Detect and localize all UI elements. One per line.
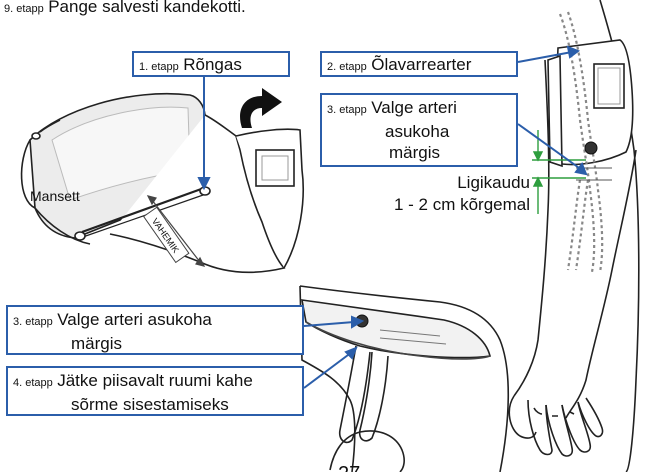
callout-fingers-line2: sõrme sisestamiseks <box>71 395 229 414</box>
callout-fingers-line1: Jätke piisavalt ruumi kahe <box>57 371 253 390</box>
callout-mark-bottom-line2: märgis <box>71 334 123 353</box>
callout-mark-top: 3. etapp Valge arteri asukoha märgis <box>320 93 518 167</box>
callout-leaders <box>197 45 588 389</box>
callout-mark-top-line3: märgis <box>389 143 441 162</box>
callout-ring-text: Rõngas <box>183 55 242 74</box>
distance-line2: 1 - 2 cm kõrgemal <box>393 195 530 214</box>
callout-fingers-step: 4. etapp <box>13 377 53 389</box>
callout-artery-text: Õlavarrearter <box>371 55 472 74</box>
callout-mark-top-line1: Valge arteri <box>371 98 457 117</box>
callout-mark-top-step: 3. etapp <box>327 104 367 116</box>
heading-text: Pange salvesti kandekotti. <box>48 0 246 16</box>
cuff-drawing <box>20 92 304 274</box>
cuff-label: Mansett <box>30 188 80 204</box>
callout-mark-bottom-step: 3. etapp <box>13 316 53 328</box>
gap-arrows <box>146 195 206 267</box>
page-heading: 9. etapp Pange salvesti kandekotti. <box>4 0 246 17</box>
distance-text: Ligikaudu 1 - 2 cm kõrgemal <box>360 172 530 216</box>
arm-drawing <box>508 0 640 472</box>
curved-arrow-icon <box>240 88 282 128</box>
callout-ring: 1. etapp Rõngas <box>132 51 290 77</box>
callout-mark-bottom: 3. etapp Valge arteri asukoha märgis <box>6 305 304 355</box>
callout-artery-step: 2. etapp <box>327 61 367 73</box>
heading-step: 9. etapp <box>4 3 44 15</box>
page-number: 27 <box>338 463 360 472</box>
artery-marker-dot <box>584 141 598 155</box>
callout-ring-step: 1. etapp <box>139 61 179 73</box>
callout-artery: 2. etapp Õlavarrearter <box>320 51 518 77</box>
distance-indicator <box>532 130 586 214</box>
closeup-drawing <box>299 285 510 472</box>
distance-line1: Ligikaudu <box>457 173 530 192</box>
callout-fingers: 4. etapp Jätke piisavalt ruumi kahe sõrm… <box>6 366 304 416</box>
callout-mark-top-line2: asukoha <box>385 122 450 141</box>
callout-mark-bottom-line1: Valge arteri asukoha <box>57 310 212 329</box>
